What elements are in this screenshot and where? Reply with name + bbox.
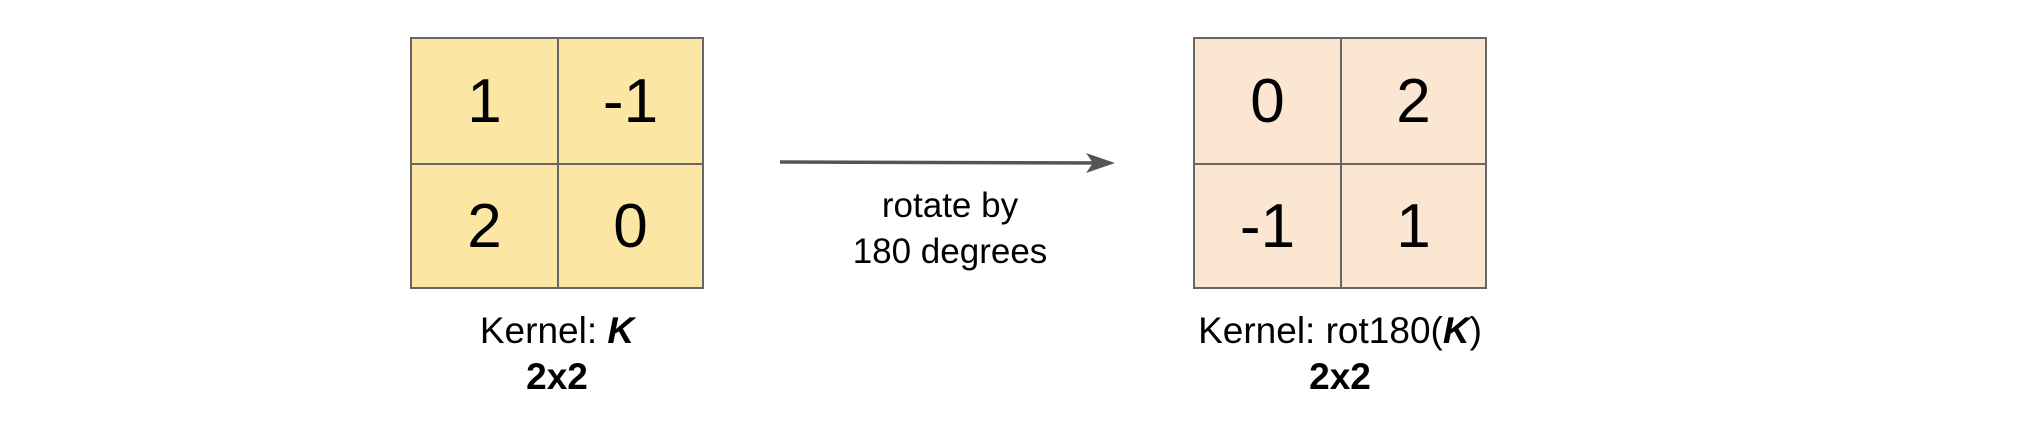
- rotated-kernel-cell-r1-c0: -1: [1195, 163, 1340, 287]
- arrow-label-line1: rotate by: [881, 186, 1019, 225]
- rotated-kernel-size-label: 2x2: [1309, 356, 1371, 397]
- rotated-kernel-caption-suffix: ): [1469, 310, 1482, 351]
- rotated-kernel-cell-r0-c1: 2: [1340, 39, 1485, 163]
- kernel-cell-r0-c0: 1: [467, 66, 502, 136]
- kernel-cell-r1-c0: 2: [412, 163, 557, 287]
- kernel-size-label: 2x2: [526, 356, 588, 397]
- rotated-kernel-caption-title: Kernel: rot180(K): [1093, 308, 1587, 354]
- kernel-caption-symbol: K: [607, 310, 635, 351]
- arrow-head-icon: [1086, 153, 1115, 173]
- kernel-cell-r1-c1: 0: [557, 163, 702, 287]
- rotated-kernel-matrix: 0 2 -1 1: [1193, 37, 1487, 289]
- kernel-caption: Kernel: K 2x2: [410, 308, 704, 400]
- rotated-kernel-caption-prefix: Kernel: rot180(: [1198, 310, 1443, 351]
- arrow-label-line2: 180 degrees: [852, 232, 1048, 271]
- rotated-kernel-caption: Kernel: rot180(K) 2x2: [1093, 308, 1587, 400]
- kernel-caption-title: Kernel: K: [410, 308, 704, 354]
- arrow-shaft: [780, 160, 1106, 165]
- rotated-kernel-caption-symbol: K: [1442, 310, 1470, 351]
- rotated-kernel-cell-r0-c0: 0: [1250, 66, 1285, 136]
- rotate-arrow: [780, 153, 1115, 173]
- kernel-cell-r0-c1: -1: [557, 39, 702, 163]
- kernel-caption-prefix: Kernel:: [479, 310, 608, 351]
- kernel-matrix: 1 -1 2 0: [410, 37, 704, 289]
- rotated-kernel-cell-r1-c1: 1: [1340, 163, 1485, 287]
- arrow-label: rotate by 180 degrees: [790, 183, 1110, 275]
